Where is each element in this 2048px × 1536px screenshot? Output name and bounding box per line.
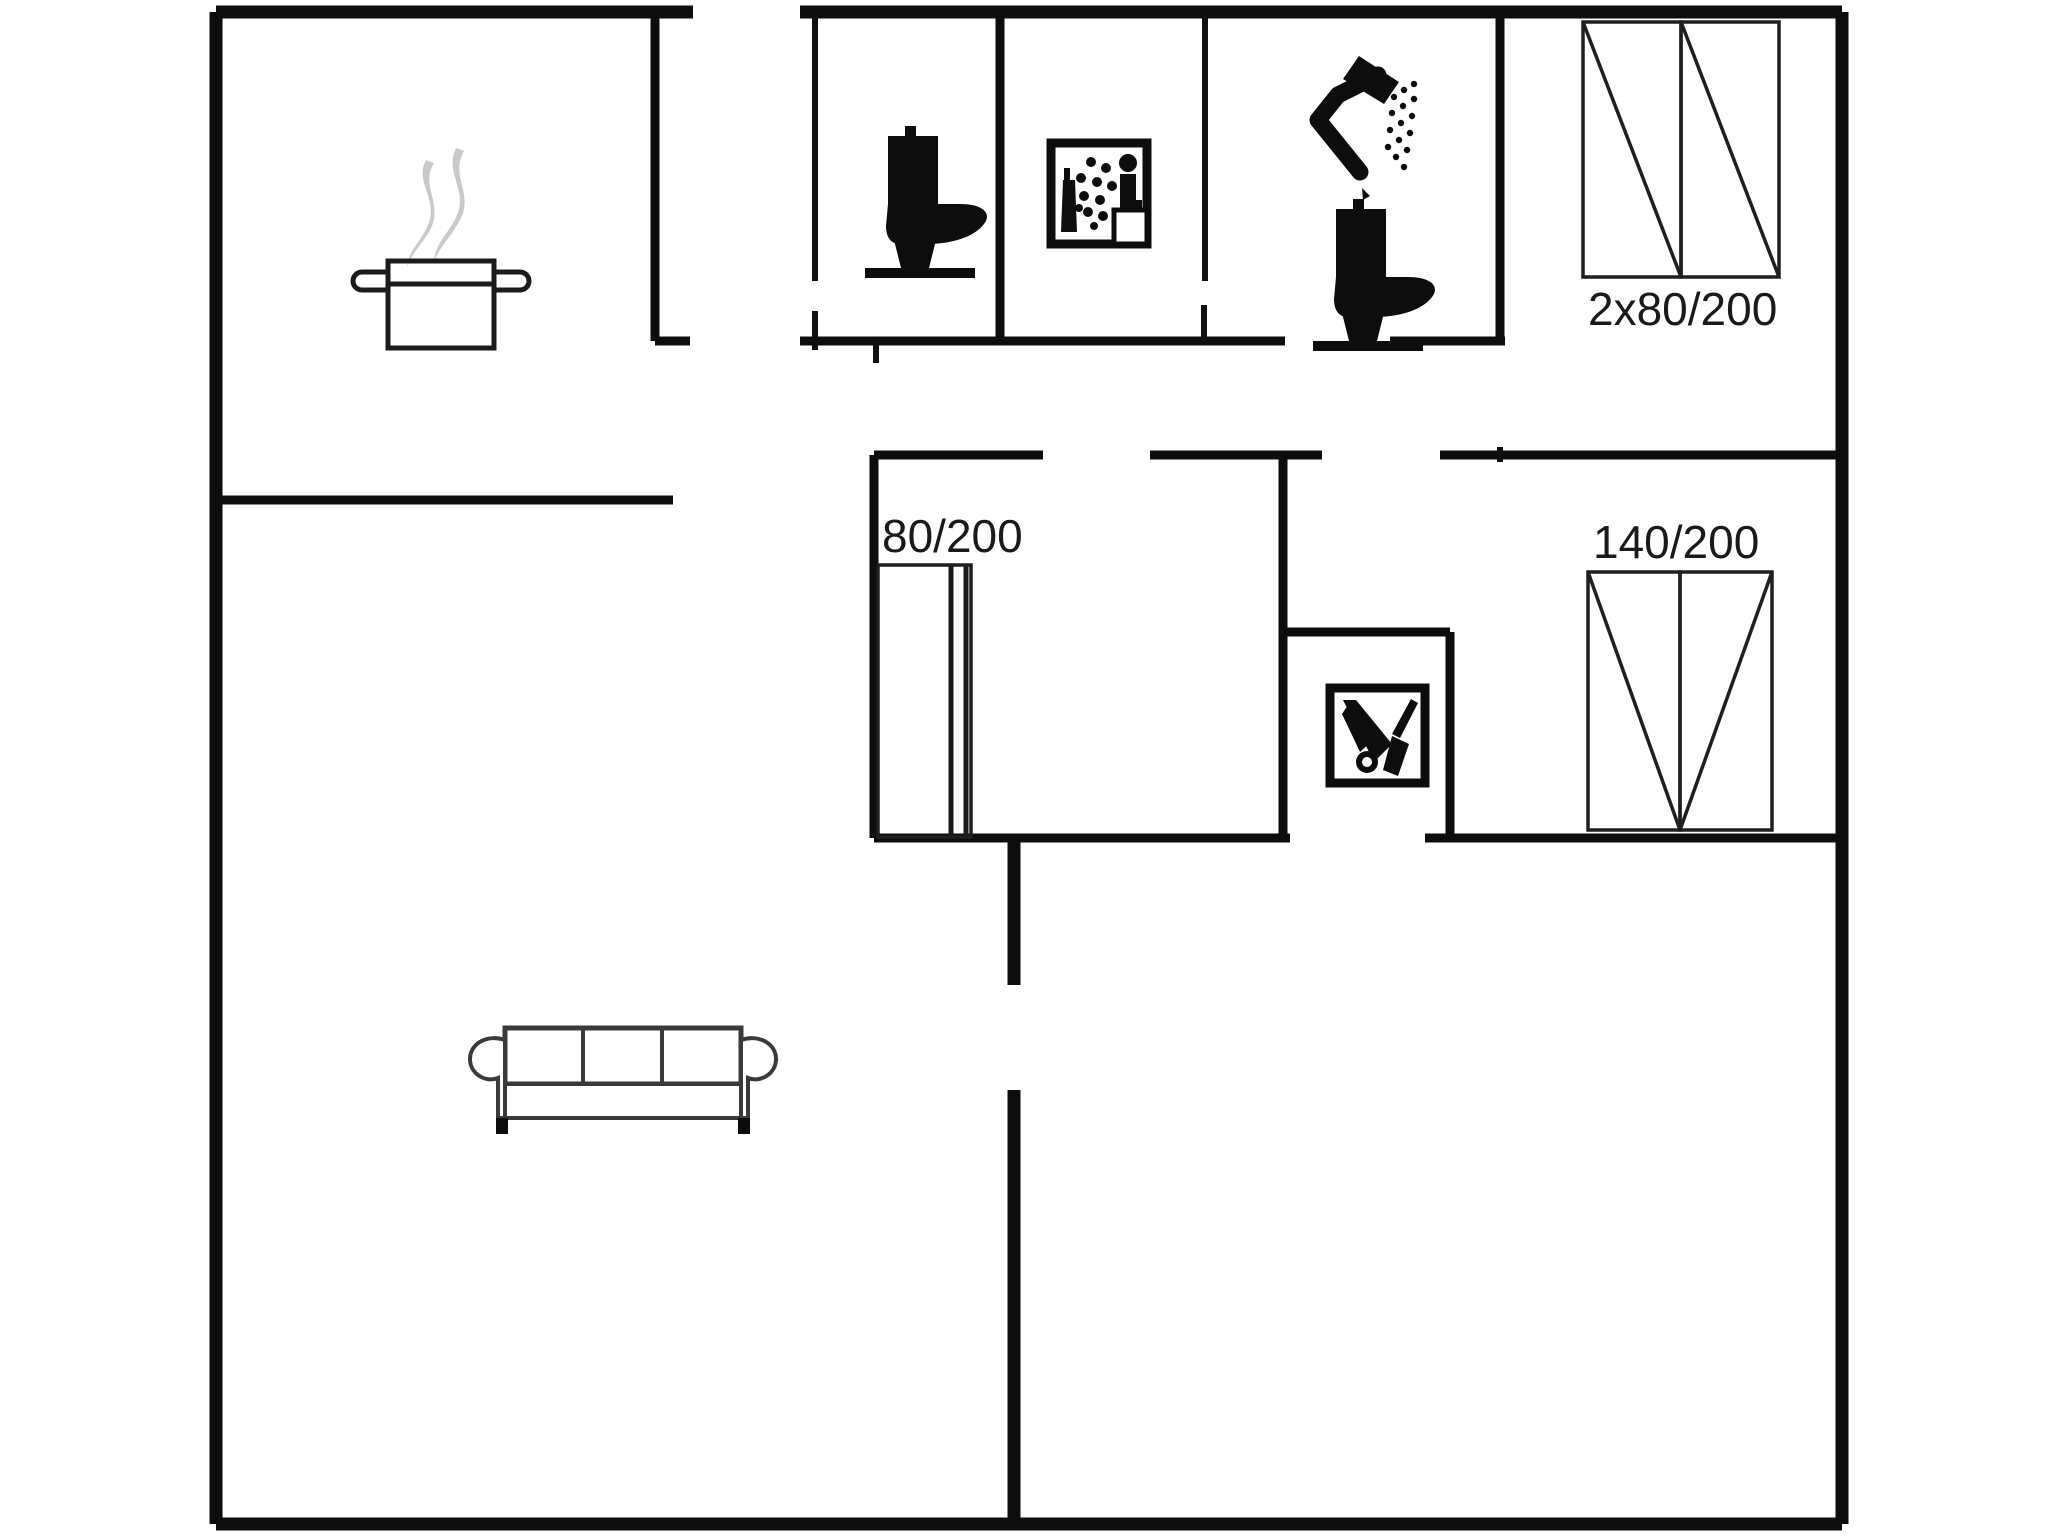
toilet-left-flush-button xyxy=(905,126,916,138)
steam-wisp-left xyxy=(407,160,435,267)
sauna-steam-dots xyxy=(1075,157,1117,230)
spade-shaft xyxy=(1392,699,1418,738)
toilet-right-base xyxy=(1313,341,1423,351)
toilet-right-flush-button xyxy=(1353,199,1364,211)
double-bed-140-200: 140/200 xyxy=(1586,516,1774,832)
cooking-pot-icon xyxy=(350,148,532,351)
single-bed-label: 80/200 xyxy=(882,510,1023,562)
bunk-bed-label: 2x80/200 xyxy=(1588,283,1777,335)
toilet-right-bowl xyxy=(1334,277,1435,317)
sofa-arm-left xyxy=(467,1036,507,1120)
sofa-seat xyxy=(496,1082,750,1120)
single-bed-frame xyxy=(876,563,973,839)
utility-room-walls xyxy=(1283,627,1455,838)
sauna-icon xyxy=(1046,138,1152,249)
garden-tools-icon xyxy=(1325,683,1430,788)
shower-drip xyxy=(1362,188,1370,200)
sauna-stove xyxy=(1061,180,1077,232)
wheelbarrow-wheel-hub xyxy=(1362,757,1372,767)
toilet-icon xyxy=(865,126,987,278)
toilet-right-pedestal xyxy=(1342,313,1384,345)
double-bed-diagonal-2 xyxy=(1678,571,1774,831)
sofa-icon xyxy=(467,1025,779,1134)
outer-walls xyxy=(209,5,1849,1531)
toilet-icon-bathroom xyxy=(1313,199,1435,351)
toilet-left-cistern xyxy=(888,136,938,204)
pot-body xyxy=(385,258,497,351)
bunk-bed-2x80-200: 2x80/200 xyxy=(1581,20,1781,335)
spade-blade xyxy=(1383,736,1409,776)
double-bed-diagonal-1 xyxy=(1586,571,1682,831)
bunk-bed-diagonal-1 xyxy=(1581,21,1683,278)
bunk-bed-slot-2 xyxy=(1679,20,1781,279)
sofa-arm-right xyxy=(739,1036,779,1120)
shower-icon xyxy=(1309,56,1418,200)
steam-wisp-right xyxy=(434,148,465,261)
sofa-leg-left xyxy=(496,1118,508,1134)
shower-water-droplets xyxy=(1384,80,1418,171)
bath-block-walls xyxy=(800,16,1505,363)
shower-head xyxy=(1343,56,1399,104)
sauna-person-body xyxy=(1120,174,1136,206)
double-bed-slot-2 xyxy=(1678,570,1774,832)
toilet-left-base xyxy=(865,268,975,278)
bunk-bed-diagonal-2 xyxy=(1679,21,1781,278)
toilet-left-bowl xyxy=(886,204,987,244)
toilet-right-cistern xyxy=(1336,209,1386,277)
sauna-person-head xyxy=(1119,154,1137,172)
sofa-backrest xyxy=(502,1025,744,1087)
double-bed-label: 140/200 xyxy=(1593,516,1759,568)
kitchen-walls xyxy=(216,16,690,505)
toilet-left-pedestal xyxy=(894,240,936,272)
sauna-stove-top xyxy=(1064,168,1070,180)
wheelbarrow-handle xyxy=(1342,705,1373,752)
pot-handle-left xyxy=(350,269,388,293)
sofa-leg-right xyxy=(738,1118,750,1134)
sauna-bench xyxy=(1111,207,1150,247)
single-bed-80-200: 80/200 xyxy=(876,510,1023,839)
pot-handle-right xyxy=(494,269,532,293)
